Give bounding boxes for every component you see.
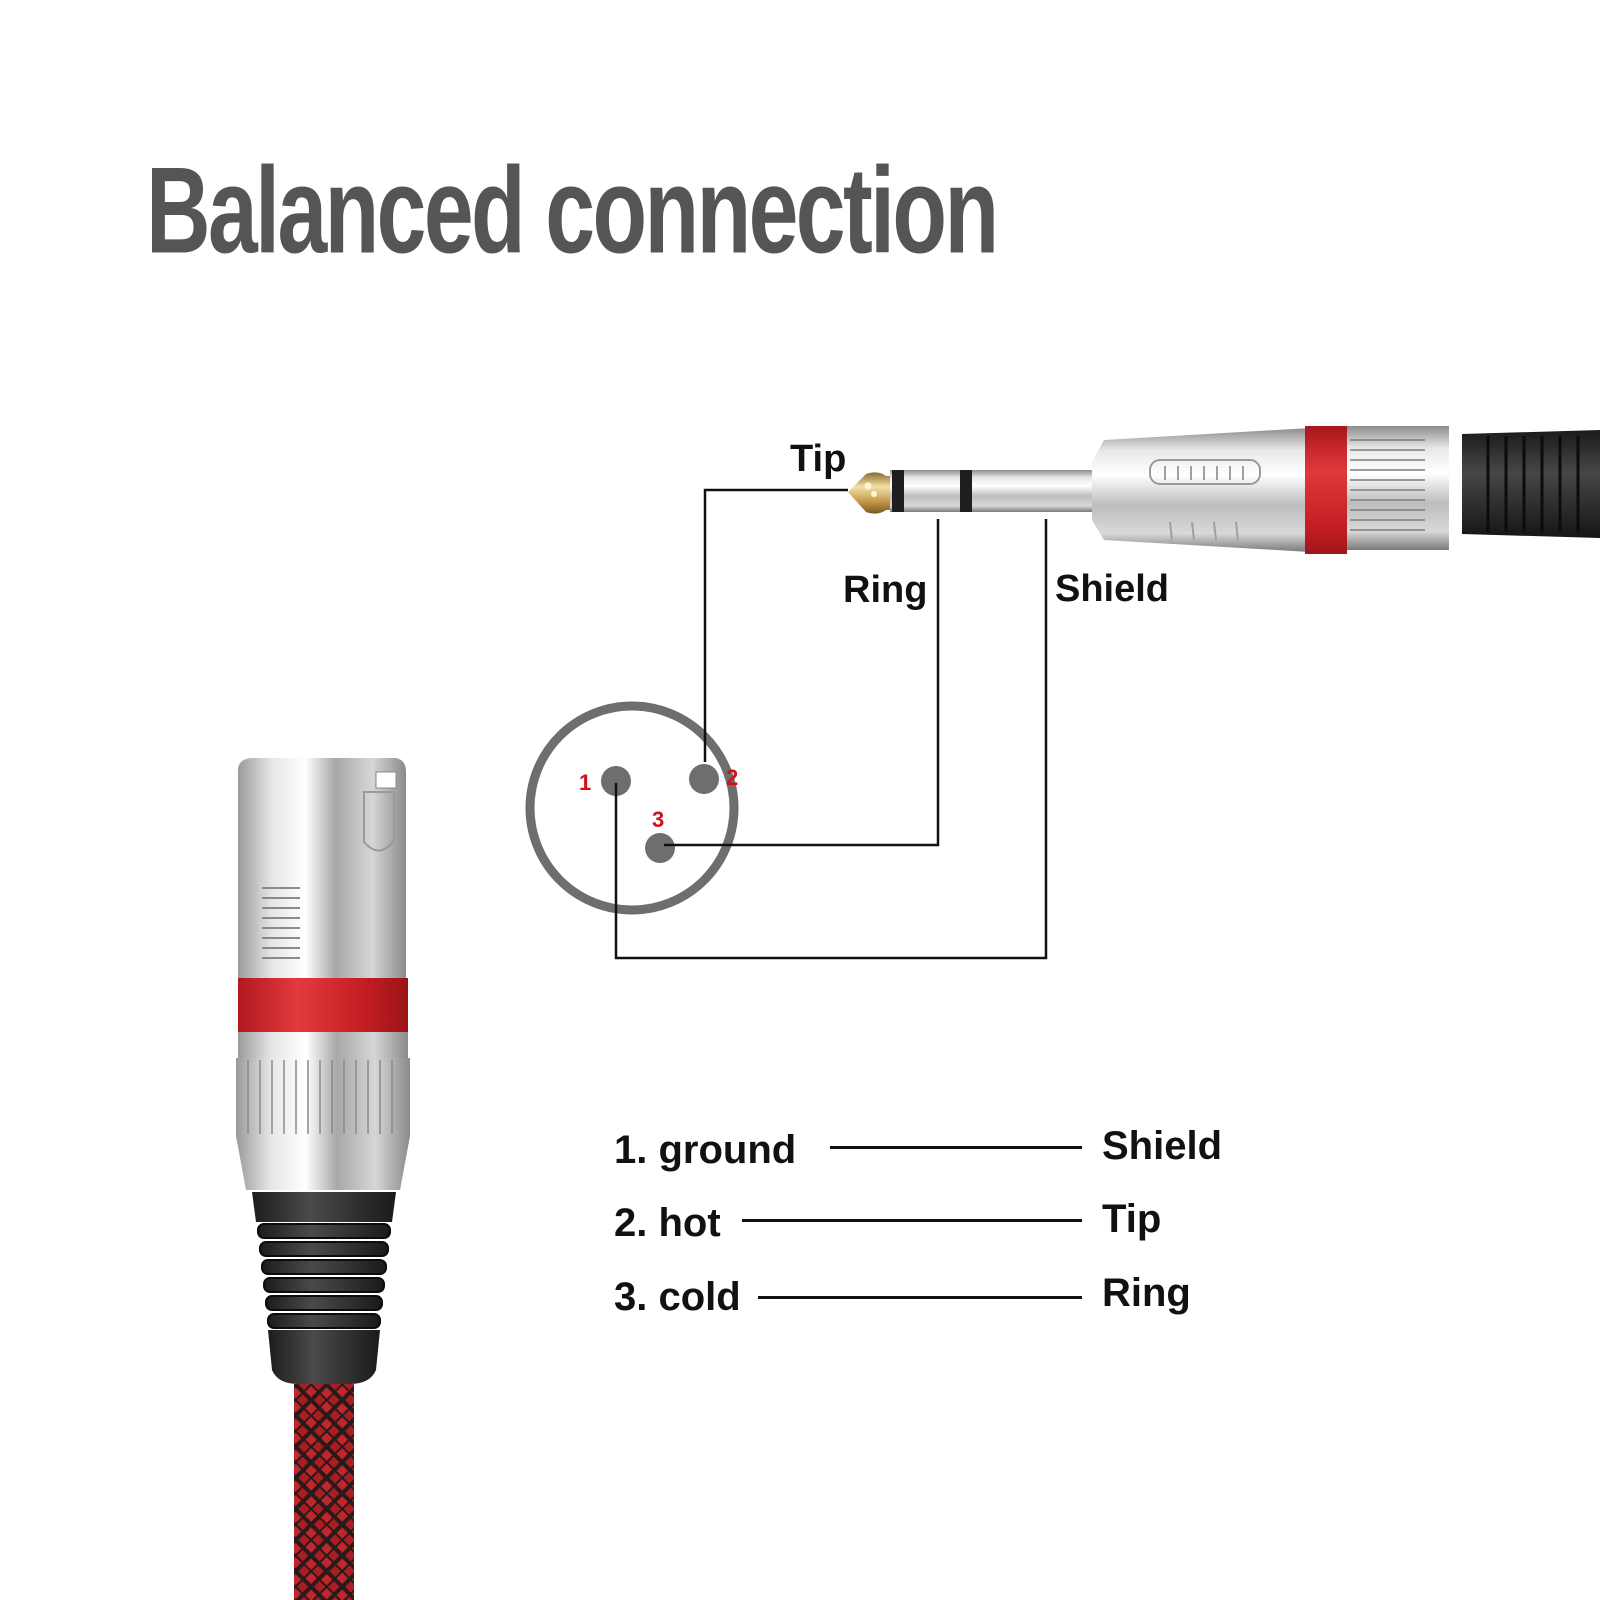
mapping-row-cold: 3. cold Ring xyxy=(614,1271,1234,1325)
xlr-pin-2 xyxy=(689,764,719,794)
mapping-connector-line xyxy=(742,1219,1082,1222)
mapping-connector-line xyxy=(758,1296,1082,1299)
mapping-row-ground: 1. ground Shield xyxy=(614,1124,1234,1178)
braided-cable xyxy=(294,1384,354,1600)
xlr-pin-3 xyxy=(645,833,675,863)
mapping-connector-line xyxy=(830,1146,1082,1149)
wiring-lines xyxy=(614,488,1048,960)
label-tip: Tip xyxy=(790,438,847,480)
mapping-xlr-label: 2. hot xyxy=(614,1201,721,1245)
pin-number-2: 2 xyxy=(726,765,739,790)
mapping-xlr-label: 3. cold xyxy=(614,1275,741,1319)
pin-number-3: 3 xyxy=(652,807,665,832)
xlr-pin-1 xyxy=(601,766,631,796)
trs-plug-photo xyxy=(848,426,1600,554)
mapping-trs-label: Shield xyxy=(1102,1124,1223,1168)
xlr-face-ring xyxy=(525,701,739,915)
mapping-xlr-label: 1. ground xyxy=(614,1128,797,1172)
label-ring: Ring xyxy=(843,569,928,611)
page-title: Balanced connection xyxy=(146,142,999,280)
trs-red-collar xyxy=(1305,426,1347,554)
xlr-red-band xyxy=(238,978,408,1032)
wire-ring-to-pin3 xyxy=(664,519,940,847)
mapping-trs-label: Tip xyxy=(1102,1197,1162,1241)
xlr-plug-photo xyxy=(236,758,410,1600)
mapping-trs-label: Ring xyxy=(1102,1271,1191,1315)
wire-shield-to-pin1 xyxy=(614,519,1048,960)
mapping-row-hot: 2. hot Tip xyxy=(614,1197,1234,1251)
xlr-pinout xyxy=(525,701,739,915)
wire-tip-to-pin2 xyxy=(703,488,848,762)
pin-number-1: 1 xyxy=(579,770,592,795)
label-shield: Shield xyxy=(1055,568,1170,610)
